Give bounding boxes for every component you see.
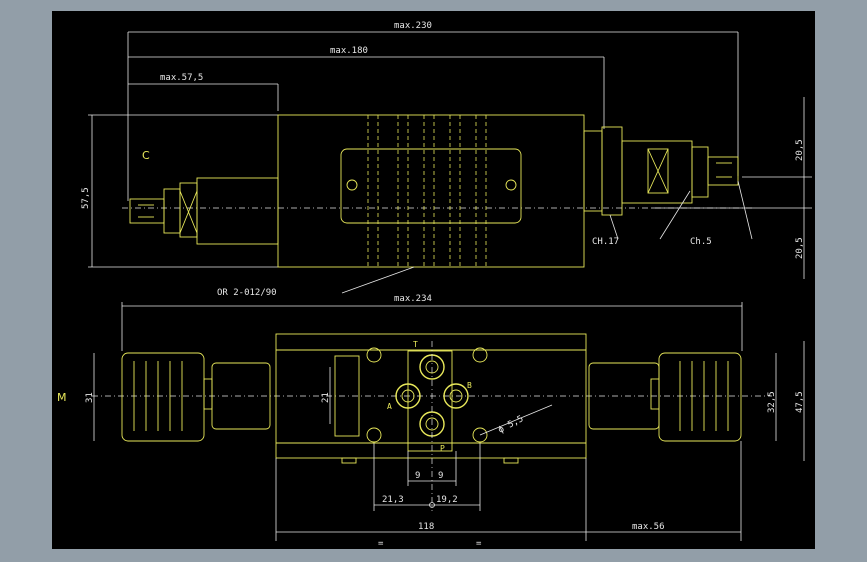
right-knob	[658, 352, 742, 442]
mount-hole	[366, 347, 382, 363]
right-solenoid-coil	[621, 140, 693, 204]
dim-31: 31	[85, 392, 95, 403]
left-pad	[334, 355, 360, 437]
dim-h575: 57,5	[81, 187, 91, 209]
dim-eq1: =	[378, 539, 384, 549]
dim-phi: ϕ 5,5	[497, 414, 526, 436]
left-solenoid-coil	[196, 177, 279, 245]
dim-21: 21	[321, 392, 331, 403]
left-knob-ribs	[133, 361, 183, 431]
callout-ch5: Ch.5	[690, 237, 712, 247]
port-label-b: B	[467, 381, 472, 390]
bolt-hole	[346, 179, 358, 191]
view-label-m: M	[57, 391, 67, 404]
port-label-a: A	[387, 402, 392, 411]
mount-hole	[472, 427, 488, 443]
dim-r205b: 20,5	[795, 237, 805, 259]
left-solenoid-cap	[179, 182, 198, 238]
port-label-t: T	[413, 340, 418, 349]
right-nut2	[691, 146, 709, 198]
view-label-c: C	[142, 149, 150, 162]
leader-ch17	[609, 214, 619, 240]
inner-plate	[340, 148, 522, 224]
dim-118: 118	[418, 522, 434, 532]
dim-max575: max.57,5	[160, 73, 203, 83]
dim-max56: max.56	[632, 522, 665, 532]
dim-9b: 9	[438, 471, 443, 481]
port-label-p: P	[440, 444, 445, 453]
right-knob-neck	[650, 378, 660, 410]
right-flange	[583, 130, 603, 212]
leader-ch5b	[737, 180, 753, 240]
valve-drawing: max.230 max.180 max.57,5 57,5 20,5 20,5	[57, 21, 812, 549]
leader-phi	[479, 404, 553, 436]
right-nut	[601, 126, 623, 216]
left-pin	[129, 198, 165, 224]
dim-max230: max.230	[394, 21, 432, 31]
dim-192: 19,2	[436, 495, 458, 505]
dim-eq2: =	[476, 539, 482, 549]
left-nut	[163, 188, 181, 234]
dim-325: 32,5	[767, 391, 777, 413]
internal-ports	[367, 115, 487, 267]
mount-hole	[472, 347, 488, 363]
dim-max234: max.234	[394, 294, 432, 304]
callout-ch17: CH.17	[592, 237, 619, 247]
dim-9a: 9	[415, 471, 420, 481]
valve-body-bottom	[275, 333, 587, 459]
dim-213: 21,3	[382, 495, 404, 505]
leader-seal	[341, 266, 415, 294]
dim-475: 47,5	[795, 391, 805, 413]
leader-ch5	[659, 190, 691, 240]
port-a	[395, 383, 421, 409]
right-coil-window	[647, 148, 669, 194]
top-view: max.230 max.180 max.57,5 57,5 20,5 20,5	[81, 21, 812, 298]
bottom-view: max.234 T A B P	[57, 294, 805, 549]
drawing-canvas: max.230 max.180 max.57,5 57,5 20,5 20,5	[52, 11, 815, 549]
callout-seal: OR 2-012/90	[217, 288, 277, 298]
dim-r205a: 20,5	[795, 139, 805, 161]
bolt-hole	[505, 179, 517, 191]
mount-hole	[366, 427, 382, 443]
right-knob-ribs	[679, 361, 729, 431]
valve-body-top	[277, 114, 585, 268]
port-b	[443, 383, 469, 409]
dim-max180: max.180	[330, 46, 368, 56]
right-pin	[707, 156, 739, 186]
left-knob-neck	[203, 378, 213, 410]
